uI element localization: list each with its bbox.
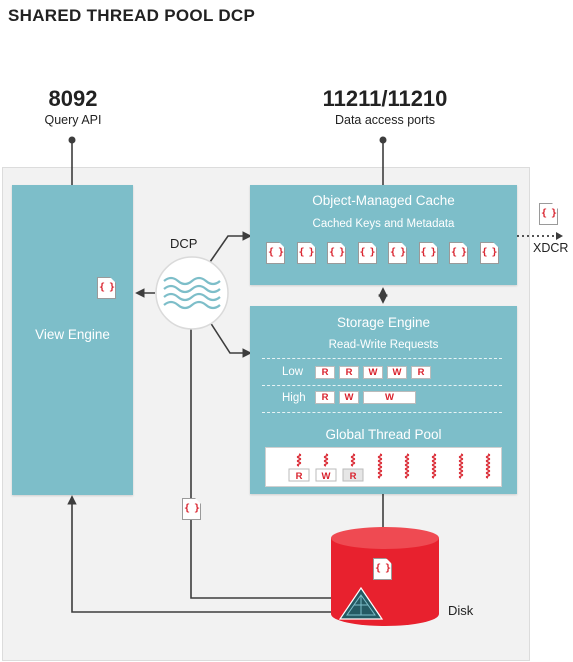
disk-document-icon: { }	[373, 558, 392, 580]
divider	[262, 412, 502, 413]
request-tag: W	[363, 366, 383, 379]
thread-icon	[350, 453, 356, 467]
object-managed-cache-panel: Object-Managed Cache Cached Keys and Met…	[250, 185, 517, 285]
thread-task-tag	[288, 468, 310, 482]
thread-icon	[458, 453, 464, 479]
thread-icon	[485, 453, 491, 479]
disk-label: Disk	[448, 603, 474, 618]
thread-icon	[323, 453, 329, 467]
thread-task-tag	[342, 468, 364, 482]
request-tag: R	[315, 366, 335, 379]
thread-task-label: R	[296, 471, 303, 482]
data-port-label: Data access ports	[334, 113, 436, 127]
thread-icon	[404, 453, 410, 479]
cached-document-icon: { }	[266, 242, 285, 264]
request-tag: R	[315, 391, 335, 404]
document-icon: { }	[182, 498, 201, 520]
data-port-number: 11211/11210	[322, 86, 448, 111]
thread-icon	[377, 453, 383, 479]
thread-task-label: R	[350, 471, 357, 482]
divider	[262, 385, 502, 386]
high-priority-label: High	[282, 392, 306, 404]
dcp-stream-icon	[155, 256, 229, 330]
cached-document-icon: { }	[327, 242, 346, 264]
view-engine-panel: View Engine { }	[12, 185, 133, 495]
request-tag: W	[387, 366, 407, 379]
low-priority-label: Low	[282, 366, 304, 378]
cached-document-icon: { }	[449, 242, 468, 264]
cached-document-icon: { }	[418, 242, 438, 264]
thread-icon	[296, 453, 302, 467]
storage-subtitle: Read-Write Requests	[328, 339, 439, 351]
storage-engine-panel: Storage Engine Read-Write Requests Low R…	[250, 306, 517, 494]
request-tag: W	[363, 391, 416, 404]
cache-subtitle: Cached Keys and Metadata	[312, 218, 455, 230]
thread-task-tag	[315, 468, 337, 482]
storage-title: Storage Engine	[336, 315, 431, 330]
global-thread-pool-title: Global Thread Pool	[325, 427, 442, 442]
page-title: SHARED THREAD POOL DCP	[8, 6, 256, 25]
thread-task-label: W	[322, 471, 331, 482]
xdcr-document-icon: { }	[539, 203, 558, 225]
request-tag: R	[339, 366, 359, 379]
cached-document-icon: { }	[388, 242, 407, 264]
document-icon: { }	[97, 277, 116, 299]
cached-document-icon: { }	[296, 242, 316, 264]
query-port-label: Query API	[44, 113, 102, 127]
cached-document-icon: { }	[357, 242, 377, 264]
request-tag: R	[411, 366, 431, 379]
query-port-number: 8092	[48, 86, 98, 111]
cached-document-icon: { }	[479, 242, 499, 264]
divider	[262, 358, 502, 359]
view-engine-label: View Engine	[35, 327, 110, 342]
cache-title: Object-Managed Cache	[312, 193, 455, 208]
thread-icon	[431, 453, 437, 479]
request-tag: W	[339, 391, 359, 404]
index-pyramid-icon	[338, 586, 384, 620]
dcp-label: DCP	[170, 236, 198, 251]
xdcr-label: XDCR	[533, 241, 569, 255]
